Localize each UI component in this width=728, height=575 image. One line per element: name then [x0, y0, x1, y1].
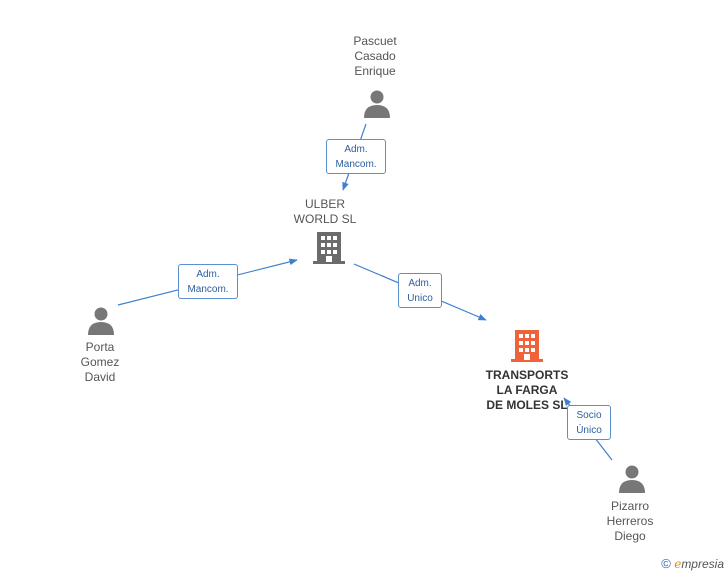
brand-initial: e	[674, 557, 682, 571]
node-ulber[interactable]: ULBER WORLD SL	[285, 197, 365, 227]
node-porta[interactable]: Porta Gomez David	[60, 340, 140, 385]
copyright-symbol: ©	[661, 556, 671, 571]
building-icon[interactable]	[313, 230, 345, 264]
brand-name: mpresia	[681, 557, 724, 571]
edge-label-pascuet-ulber[interactable]: Adm. Mancom.	[326, 139, 386, 174]
node-pascuet-label: Pascuet Casado Enrique	[353, 34, 397, 78]
person-icon[interactable]	[86, 305, 116, 335]
node-pascuet[interactable]: Pascuet Casado Enrique	[335, 34, 415, 79]
person-icon[interactable]	[617, 463, 647, 493]
node-porta-label: Porta Gomez David	[80, 340, 120, 384]
node-ulber-label: ULBER WORLD SL	[293, 197, 357, 226]
node-transports[interactable]: TRANSPORTS LA FARGA DE MOLES SL	[472, 368, 582, 413]
person-icon[interactable]	[362, 88, 392, 118]
edge-label-pizarro-transports[interactable]: Socio Único	[567, 405, 611, 440]
building-icon[interactable]	[511, 328, 543, 362]
edge-label-ulber-transports[interactable]: Adm. Unico	[398, 273, 442, 308]
empresia-watermark: © empresia	[661, 556, 724, 571]
edge-label-porta-ulber[interactable]: Adm. Mancom.	[178, 264, 238, 299]
node-transports-label: TRANSPORTS LA FARGA DE MOLES SL	[485, 368, 569, 412]
node-pizarro-label: Pizarro Herreros Diego	[606, 499, 654, 543]
node-pizarro[interactable]: Pizarro Herreros Diego	[590, 499, 670, 544]
